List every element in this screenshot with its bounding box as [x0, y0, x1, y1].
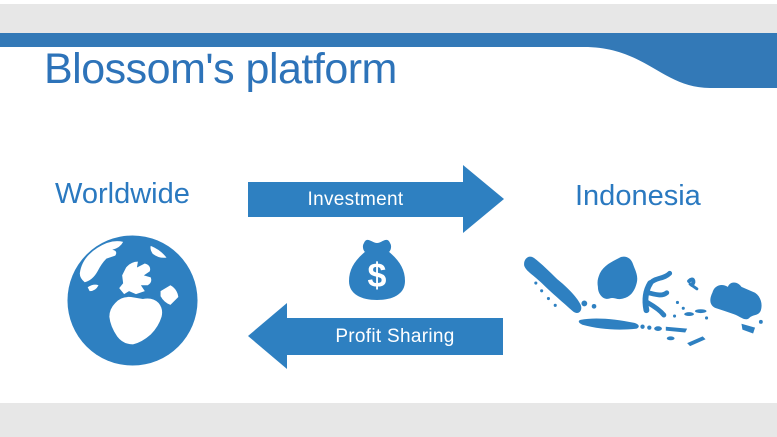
worldwide-label: Worldwide — [55, 178, 190, 210]
indonesia-label: Indonesia — [575, 180, 701, 212]
investment-arrow: Investment — [248, 165, 504, 233]
investment-arrow-label: Investment — [307, 188, 404, 210]
dollar-sign: $ — [368, 257, 387, 295]
page-title: Blossom's platform — [44, 45, 397, 93]
profit-sharing-arrow-label: Profit Sharing — [335, 325, 455, 347]
indonesia-map — [524, 256, 763, 347]
page-gutter-bottom — [0, 403, 777, 437]
money-bag-icon: $ — [349, 239, 405, 300]
header-swoosh — [0, 33, 777, 88]
profit-sharing-arrow: Profit Sharing — [248, 303, 503, 369]
globe-icon — [67, 235, 198, 366]
page-gutter-top — [0, 4, 777, 33]
